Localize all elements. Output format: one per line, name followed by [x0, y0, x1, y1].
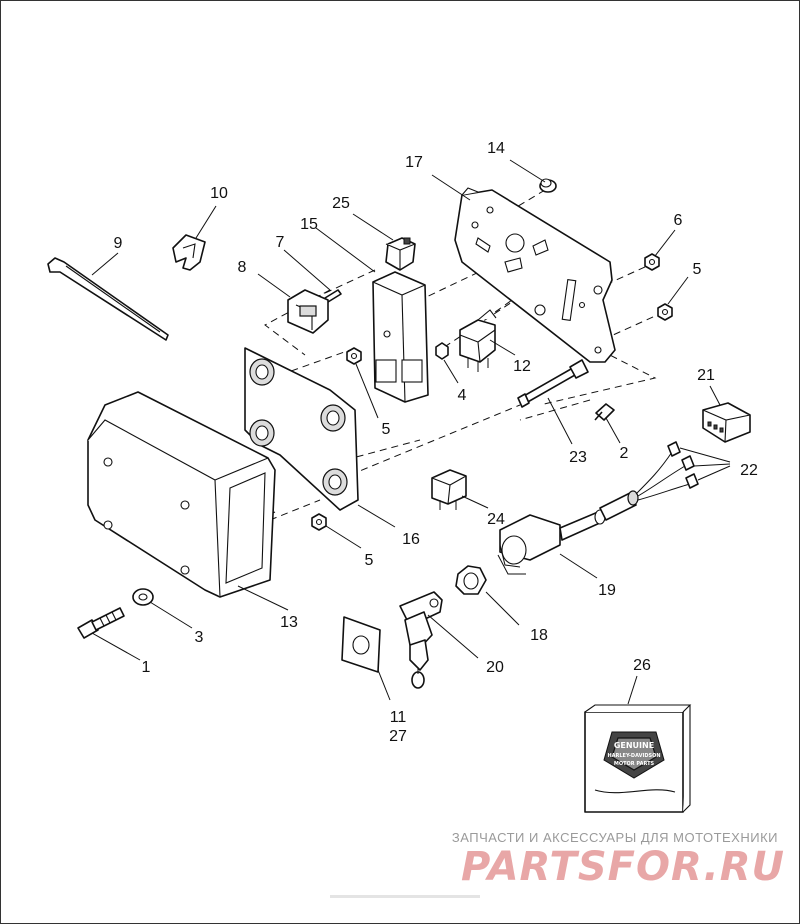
nut-5-bottom: [311, 513, 327, 531]
stud: [517, 359, 589, 408]
footer-mark: [330, 895, 480, 898]
callout-8: 8: [238, 259, 247, 276]
watermark-logo: PARTSFOR.RU: [461, 844, 785, 890]
badge-bottom-text: MOTOR PARTS: [614, 761, 655, 767]
callout-2: 2: [620, 445, 629, 462]
genuine-parts-box: GENUINE HARLEY-DAVIDSON MOTOR PARTS: [584, 704, 692, 813]
watermark-tagline: ЗАПЧАСТИ И АКСЕССУАРЫ ДЛЯ МОТОТЕХНИКИ: [452, 830, 778, 845]
fuse-block: [372, 271, 429, 403]
terminal-post: [249, 358, 275, 386]
wire-clip: [172, 234, 206, 271]
relay-small: [385, 237, 416, 271]
hex-nut-18: [455, 565, 487, 595]
callout-23: 23: [569, 449, 587, 466]
terminal-bracket: [244, 347, 359, 511]
terminal-post: [249, 419, 275, 447]
nut-5-right: [657, 303, 673, 321]
callout-5b: 5: [382, 421, 391, 438]
terminal-post: [322, 468, 348, 496]
callout-13: 13: [280, 614, 298, 631]
callout-10: 10: [210, 185, 228, 202]
nut-6: [644, 253, 660, 271]
bolt-2: [594, 403, 615, 421]
screw-1: [77, 607, 125, 639]
callout-20: 20: [486, 659, 504, 676]
callout-21: 21: [697, 367, 715, 384]
callout-25: 25: [332, 195, 350, 212]
leader-lines: [91, 159, 731, 705]
callout-26: 26: [633, 657, 651, 674]
callout-17: 17: [405, 154, 423, 171]
callout-12: 12: [513, 358, 531, 375]
callout-labels: 1 2 3 4 5 5 5 6 7 8 9 10 11 12 13 14 15 …: [114, 140, 758, 745]
mini-relay: [431, 469, 467, 510]
switch: [399, 591, 443, 689]
cable-strap: [47, 257, 169, 341]
callout-9: 9: [114, 235, 123, 252]
oil-pressure-sender: [497, 490, 639, 575]
washer: [132, 588, 154, 606]
callout-22: 22: [740, 462, 758, 479]
callout-16: 16: [402, 531, 420, 548]
badge-middle-text: HARLEY-DAVIDSON: [607, 753, 660, 759]
callout-18: 18: [530, 627, 548, 644]
connector-housing: [287, 289, 329, 334]
callout-11: 11: [390, 709, 407, 726]
callout-15: 15: [300, 216, 318, 233]
callout-3: 3: [195, 629, 204, 646]
callout-19: 19: [598, 582, 616, 599]
callout-14: 14: [487, 140, 505, 157]
callout-24: 24: [487, 511, 505, 528]
callout-27: 27: [389, 728, 407, 745]
grommet: [539, 178, 557, 193]
callout-6: 6: [674, 212, 683, 229]
electrical-cover: [87, 391, 276, 598]
wiring-harness: [635, 441, 699, 501]
nut-4: [435, 342, 449, 360]
callout-1: 1: [142, 659, 151, 676]
nut-5-center: [346, 347, 362, 365]
relay-large: [459, 309, 497, 372]
connector-21: [702, 402, 751, 443]
callout-7: 7: [276, 234, 285, 251]
mounting-plate: [454, 187, 616, 363]
callout-5a: 5: [693, 261, 702, 278]
badge-top-text: GENUINE: [614, 741, 654, 750]
callout-4: 4: [458, 387, 467, 404]
callout-5c: 5: [365, 552, 374, 569]
terminal-post: [320, 404, 346, 432]
gasket: [341, 616, 381, 673]
watermark: ЗАПЧАСТИ И АКСЕССУАРЫ ДЛЯ МОТОТЕХНИКИ PA…: [452, 830, 785, 890]
